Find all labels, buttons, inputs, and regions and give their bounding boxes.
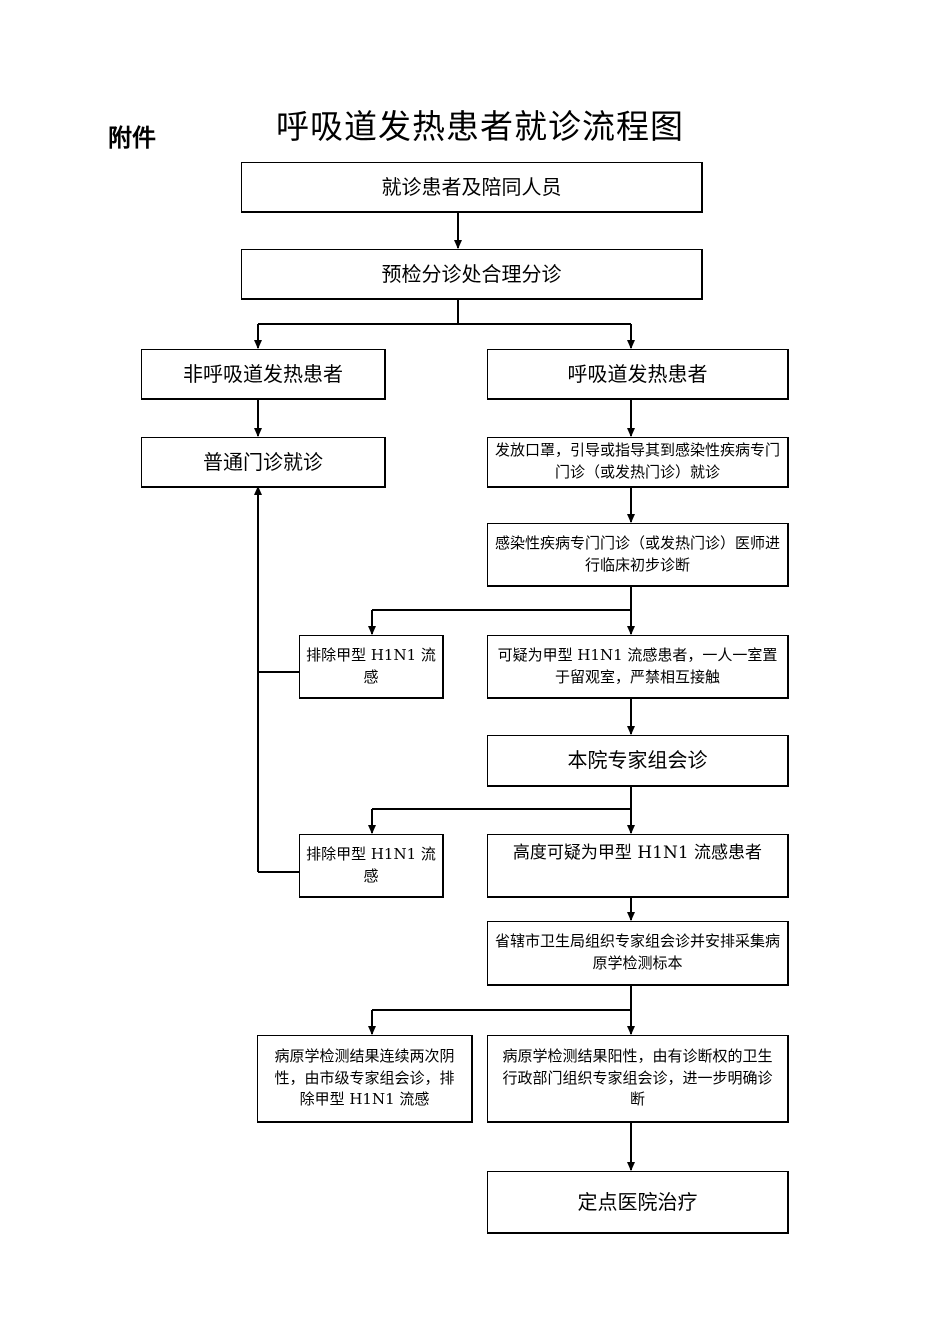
- node-highly-suspected: 高度可疑为甲型 H1N1 流感患者: [487, 834, 789, 898]
- page-title: 呼吸道发热患者就诊流程图: [276, 107, 684, 146]
- node-exclude-h1n1-1: 排除甲型 H1N1 流感: [299, 635, 444, 699]
- node-mask-guide: 发放口罩，引导或指导其到感染性疾病专门门诊（或发热门诊）就诊: [487, 437, 789, 488]
- node-provincial-consult: 省辖市卫生局组织专家组会诊并安排采集病原学检测标本: [487, 921, 789, 986]
- annex-label: 附件: [108, 124, 156, 152]
- node-designated-hospital: 定点医院治疗: [487, 1171, 789, 1234]
- node-non-respiratory: 非呼吸道发热患者: [141, 349, 386, 400]
- node-triage: 预检分诊处合理分诊: [241, 249, 703, 300]
- node-positive-result: 病原学检测结果阳性，由有诊断权的卫生行政部门组织专家组会诊，进一步明确诊断: [487, 1035, 789, 1123]
- node-respiratory: 呼吸道发热患者: [487, 349, 789, 400]
- node-exclude-h1n1-2: 排除甲型 H1N1 流感: [299, 834, 444, 898]
- node-initial-diagnosis: 感染性疾病专门门诊（或发热门诊）医师进行临床初步诊断: [487, 523, 789, 587]
- node-suspected: 可疑为甲型 H1N1 流感患者，一人一室置于留观室，严禁相互接触: [487, 635, 789, 699]
- node-negative-result: 病原学检测结果连续两次阴性，由市级专家组会诊，排除甲型 H1N1 流感: [257, 1035, 473, 1123]
- node-patients: 就诊患者及陪同人员: [241, 162, 703, 213]
- node-general-clinic: 普通门诊就诊: [141, 437, 386, 488]
- node-expert-consult: 本院专家组会诊: [487, 735, 789, 787]
